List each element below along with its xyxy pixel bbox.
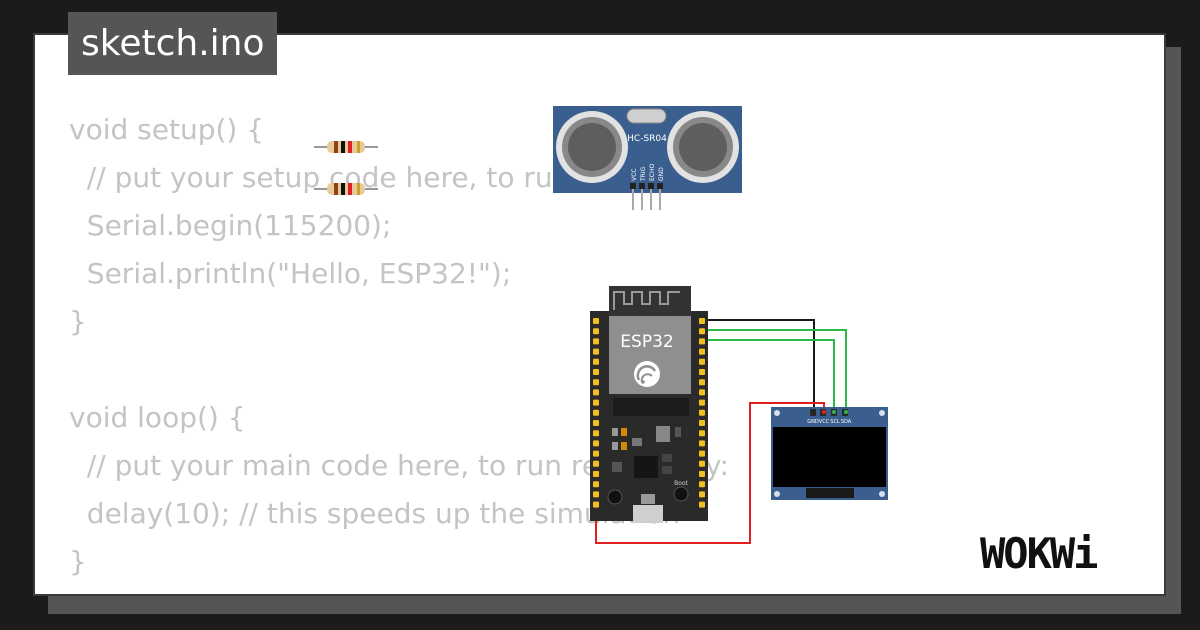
ultrasonic-label: HC-SR04 xyxy=(627,134,667,144)
en-button[interactable] xyxy=(607,489,623,505)
espressif-logo xyxy=(634,361,660,387)
us-pin-gnd: GND xyxy=(658,167,665,181)
header-pin[interactable] xyxy=(593,369,599,375)
header-pin[interactable] xyxy=(699,409,705,416)
header-pin[interactable] xyxy=(593,328,599,335)
resistor-2[interactable] xyxy=(314,183,378,195)
header-pin[interactable] xyxy=(593,399,599,406)
header-pin[interactable] xyxy=(699,430,705,437)
usb-port xyxy=(633,505,663,523)
header-pin[interactable] xyxy=(593,379,599,386)
header-pin[interactable] xyxy=(699,501,705,508)
oled-display[interactable]: GND VCC SCL SDA xyxy=(771,407,888,500)
header-pin[interactable] xyxy=(699,348,705,355)
header-pin[interactable] xyxy=(699,481,705,488)
header-pin[interactable] xyxy=(699,379,705,386)
header-pin[interactable] xyxy=(593,318,599,324)
esp32-label: ESP32 xyxy=(620,332,673,352)
header-pin[interactable] xyxy=(593,348,599,355)
code-line: Serial.begin(115200); xyxy=(69,209,392,242)
ultrasonic-sensor[interactable]: HC-SR04 VCC TRIG ECHO GND xyxy=(553,106,742,210)
header-pin[interactable] xyxy=(593,450,599,457)
boot-label: Boot xyxy=(674,480,688,487)
header-pin[interactable] xyxy=(593,430,599,437)
header-pin[interactable] xyxy=(699,338,705,345)
us-pin-vcc: VCC xyxy=(631,169,638,181)
oled-pin-gnd: GND xyxy=(807,419,819,425)
wokwi-logo-text: WOKWi xyxy=(980,529,1097,576)
esp32-board[interactable]: ESP32 Boot xyxy=(590,286,708,523)
header-pin[interactable] xyxy=(593,389,599,396)
us-pin-trig: TRIG xyxy=(640,166,647,182)
boot-button[interactable] xyxy=(673,486,689,502)
header-pin[interactable] xyxy=(593,409,599,416)
esp32-pins-right xyxy=(699,318,705,508)
header-pin[interactable] xyxy=(593,460,599,467)
header-pin[interactable] xyxy=(593,491,599,498)
header-pin[interactable] xyxy=(593,440,599,447)
transducer-right xyxy=(667,111,739,183)
code-line: } xyxy=(69,545,87,578)
header-pin[interactable] xyxy=(699,358,705,365)
code-line: Serial.println("Hello, ESP32!"); xyxy=(69,257,512,290)
file-tab[interactable]: sketch.ino xyxy=(68,12,278,75)
transducer-left xyxy=(556,111,628,183)
us-pin-echo: ECHO xyxy=(649,164,656,181)
code-line: } xyxy=(69,305,87,338)
header-pin[interactable] xyxy=(593,481,599,488)
wires xyxy=(595,319,847,544)
oled-pin-vcc: VCC xyxy=(819,419,830,425)
code-line: void loop() { xyxy=(69,401,246,434)
esp32-pins-left xyxy=(593,318,599,508)
oled-pin-sda: SDA xyxy=(841,419,852,425)
oled-pin-scl: SCL xyxy=(830,419,840,425)
header-pin[interactable] xyxy=(699,460,705,467)
header-pin[interactable] xyxy=(593,420,599,426)
header-pin[interactable] xyxy=(699,369,705,375)
header-pin[interactable] xyxy=(593,501,599,508)
oled-screen xyxy=(773,427,886,487)
header-pin[interactable] xyxy=(699,440,705,447)
header-pin[interactable] xyxy=(593,338,599,345)
header-pin[interactable] xyxy=(699,328,705,335)
header-pin[interactable] xyxy=(699,318,705,324)
header-pin[interactable] xyxy=(699,491,705,498)
wokwi-logo: WOKWi xyxy=(980,529,1099,576)
header-pin[interactable] xyxy=(593,358,599,365)
header-pin[interactable] xyxy=(699,450,705,457)
header-pin[interactable] xyxy=(699,471,705,477)
header-pin[interactable] xyxy=(593,471,599,477)
header-pin[interactable] xyxy=(699,420,705,426)
resistor-1[interactable] xyxy=(314,141,378,153)
header-pin[interactable] xyxy=(699,399,705,406)
code-line: void setup() { xyxy=(69,113,265,146)
header-pin[interactable] xyxy=(699,389,705,396)
